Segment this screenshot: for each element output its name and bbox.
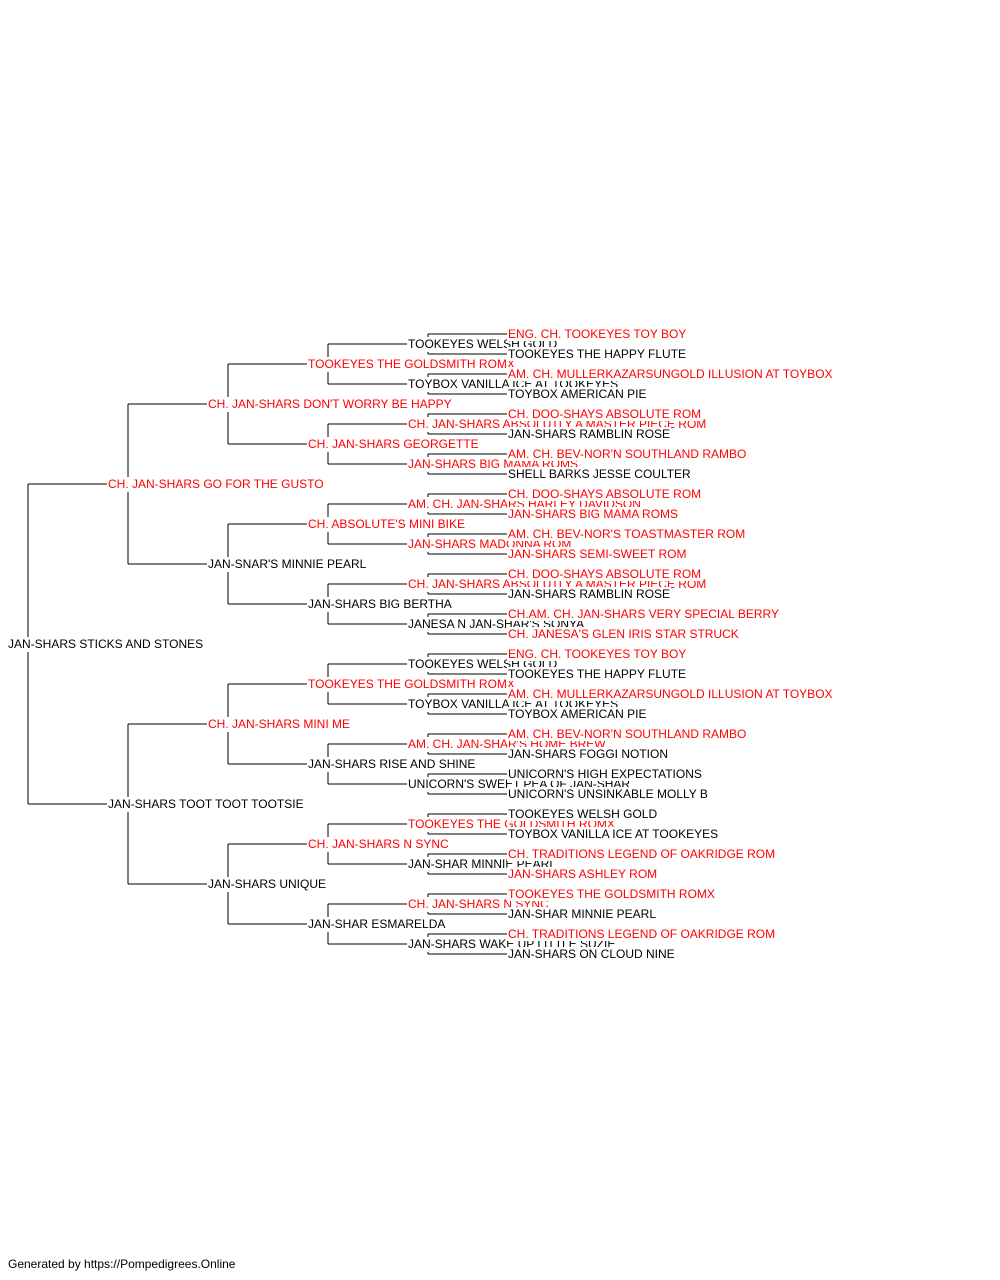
pedigree-entry-sire: TOOKEYES THE GOLDSMITH ROMX — [307, 677, 516, 691]
pedigree-entry-dam: TOYBOX VANILLA ICE AT TOOKEYES — [507, 827, 720, 841]
pedigree-entry-dam: JAN-SHAR ESMARELDA — [307, 917, 447, 931]
pedigree-entry-sire: CH. TRADITIONS LEGEND OF OAKRIDGE ROM — [507, 847, 777, 861]
pedigree-entry-dam: JAN-SHARS BIG BERTHA — [307, 597, 453, 611]
pedigree-entry-sire: CH.AM. CH. JAN-SHARS VERY SPECIAL BERRY — [507, 607, 780, 621]
pedigree-entry-dam: TOYBOX AMERICAN PIE — [507, 387, 648, 401]
pedigree-entry-dam: JAN-SHARS ON CLOUD NINE — [507, 947, 676, 961]
pedigree-entry-sire: TOOKEYES WELSH GOLD — [507, 807, 659, 821]
pedigree-entry-dam: TOOKEYES THE HAPPY FLUTE — [507, 347, 688, 361]
pedigree-entry-dam: JAN-SHARS UNIQUE — [207, 877, 328, 891]
pedigree-entry-subject: JAN-SHARS STICKS AND STONES — [7, 637, 205, 651]
pedigree-entry-sire: CH. DOO-SHAYS ABSOLUTE ROM — [507, 487, 703, 501]
pedigree-entry-sire: CH. JAN-SHARS GO FOR THE GUSTO — [107, 477, 325, 491]
pedigree-entry-sire: AM. CH. MULLERKAZARSUNGOLD ILLUSION AT T… — [507, 687, 834, 701]
pedigree-entry-sire: CH. TRADITIONS LEGEND OF OAKRIDGE ROM — [507, 927, 777, 941]
pedigree-entry-sire: CH. ABSOLUTE'S MINI BIKE — [307, 517, 466, 531]
pedigree-entry-sire: AM. CH. BEV-NOR'N SOUTHLAND RAMBO — [507, 727, 748, 741]
pedigree-entry-dam: CH. JANESA'S GLEN IRIS STAR STRUCK — [507, 627, 740, 641]
pedigree-entry-dam: JAN-SHAR MINNIE PEARL — [507, 907, 658, 921]
pedigree-entry-dam: TOYBOX AMERICAN PIE — [507, 707, 648, 721]
pedigree-entry-dam: JAN-SHARS RAMBLIN ROSE — [507, 427, 672, 441]
pedigree-entry-dam: UNICORN'S UNSINKABLE MOLLY B — [507, 787, 709, 801]
pedigree-entry-dam: TOOKEYES THE HAPPY FLUTE — [507, 667, 688, 681]
pedigree-entry-dam: SHELL BARKS JESSE COULTER — [507, 467, 692, 481]
pedigree-entry-sire: AM. CH. BEV-NOR'N SOUTHLAND RAMBO — [507, 447, 748, 461]
pedigree-entry-dam: JAN-SNAR'S MINNIE PEARL — [207, 557, 368, 571]
generated-by-footer: Generated by https://Pompedigrees.Online — [8, 1257, 236, 1271]
pedigree-entry-dam: JAN-SHARS BIG MAMA ROMS — [507, 507, 680, 521]
pedigree-entry-sire: TOOKEYES THE GOLDSMITH ROMX — [307, 357, 516, 371]
pedigree-entry-dam: JAN-SHARS SEMI-SWEET ROM — [507, 547, 688, 561]
pedigree-entry-sire: TOOKEYES THE GOLDSMITH ROMX — [507, 887, 716, 901]
pedigree-entry-sire: ENG. CH. TOOKEYES TOY BOY — [507, 647, 688, 661]
pedigree-entry-dam: CH. JAN-SHARS GEORGETTE — [307, 437, 480, 451]
pedigree-entry-sire: CH. JAN-SHARS DON'T WORRY BE HAPPY — [207, 397, 453, 411]
pedigree-entry-sire: CH. DOO-SHAYS ABSOLUTE ROM — [507, 407, 703, 421]
pedigree-entry-sire: AM. CH. MULLERKAZARSUNGOLD ILLUSION AT T… — [507, 367, 834, 381]
pedigree-entry-sire: CH. JAN-SHARS MINI ME — [207, 717, 352, 731]
pedigree-entry-sire: CH. JAN-SHARS N SYNC — [307, 837, 450, 851]
pedigree-entry-dam: JAN-SHARS RAMBLIN ROSE — [507, 587, 672, 601]
pedigree-entry-sire: CH. DOO-SHAYS ABSOLUTE ROM — [507, 567, 703, 581]
pedigree-entry-dam: JAN-SHARS ASHLEY ROM — [507, 867, 659, 881]
pedigree-entry-dam: JAN-SHARS RISE AND SHINE — [307, 757, 477, 771]
pedigree-entry-dam: JAN-SHARS FOGGI NOTION — [507, 747, 670, 761]
pedigree-entry-sire: UNICORN'S HIGH EXPECTATIONS — [507, 767, 703, 781]
pedigree-entry-dam: JAN-SHARS TOOT TOOT TOOTSIE — [107, 797, 305, 811]
pedigree-entry-sire: AM. CH. BEV-NOR'S TOASTMASTER ROM — [507, 527, 747, 541]
pedigree-entry-sire: ENG. CH. TOOKEYES TOY BOY — [507, 327, 688, 341]
